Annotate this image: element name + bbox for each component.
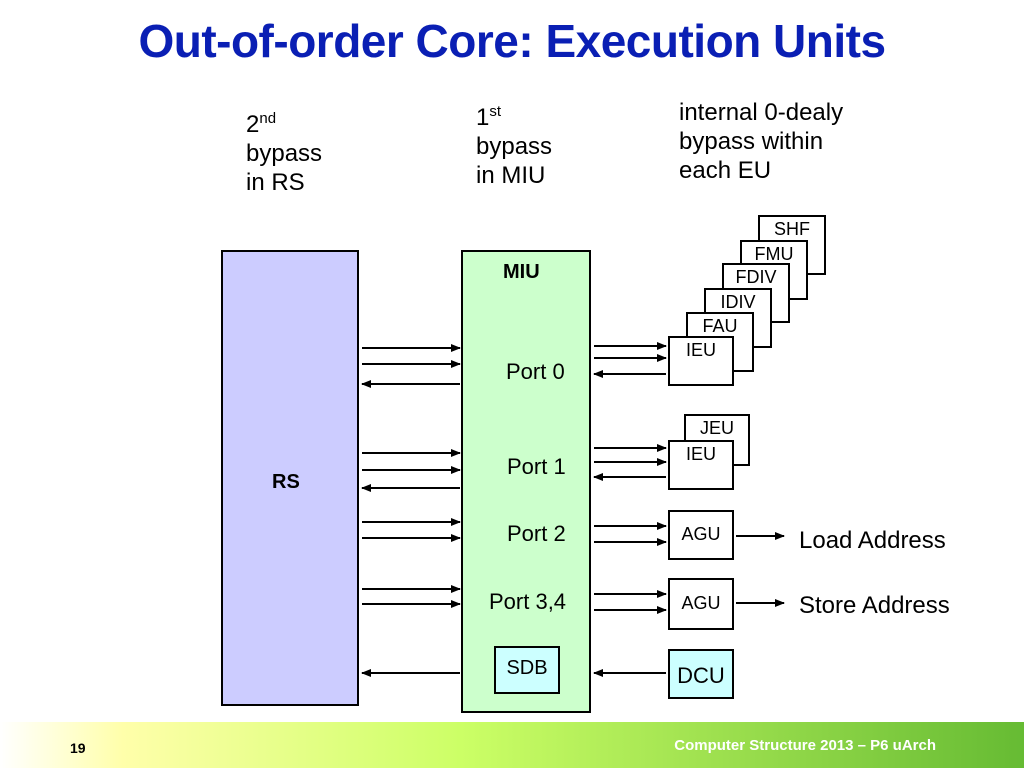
- dcu-block: DCU: [668, 649, 734, 699]
- eu-agu-port2: AGU: [668, 510, 734, 560]
- store-address-label: Store Address: [799, 592, 950, 619]
- port-1-label: Port 1: [507, 454, 566, 479]
- miu-label: MIU: [503, 261, 540, 283]
- rs-label: RS: [272, 471, 300, 493]
- note-second-bypass-num: 2: [246, 111, 260, 138]
- rs-block: [221, 250, 359, 706]
- note-first-bypass-num: 1: [476, 104, 490, 131]
- note-second-bypass-line3: in RS: [246, 169, 305, 196]
- note-first-bypass-line3: in MIU: [476, 162, 546, 189]
- load-address-label: Load Address: [799, 527, 946, 554]
- eu-agu-port34: AGU: [668, 578, 734, 630]
- note-internal-bypass: internal 0-dealy bypass within each EU: [679, 98, 843, 185]
- note-second-bypass: 2nd bypass in RS: [246, 110, 322, 197]
- footer-bar: [0, 722, 1024, 768]
- note-first-bypass-line2: bypass: [476, 133, 553, 160]
- port-3-4-label: Port 3,4: [489, 589, 567, 614]
- page-number: 19: [70, 740, 86, 756]
- note-internal-line3: each EU: [679, 157, 772, 184]
- slide-title: Out-of-order Core: Execution Units: [138, 15, 886, 67]
- eu-ieu-port0: IEU: [668, 336, 734, 386]
- note-second-bypass-line2: bypass: [246, 140, 323, 167]
- sdb-block: SDB: [494, 646, 560, 694]
- note-first-bypass: 1st bypass in MIU: [476, 103, 552, 190]
- note-first-bypass-sup: st: [489, 103, 502, 120]
- port-0-label: Port 0: [506, 359, 565, 384]
- footer-text: Computer Structure 2013 – P6 uArch: [674, 737, 936, 754]
- note-second-bypass-sup: nd: [259, 110, 277, 127]
- port-2-label: Port 2: [507, 521, 566, 546]
- miu-block: [461, 250, 591, 713]
- note-internal-line1: internal 0-dealy: [679, 99, 844, 126]
- eu-ieu-port1: IEU: [668, 440, 734, 490]
- note-internal-line2: bypass within: [679, 128, 824, 155]
